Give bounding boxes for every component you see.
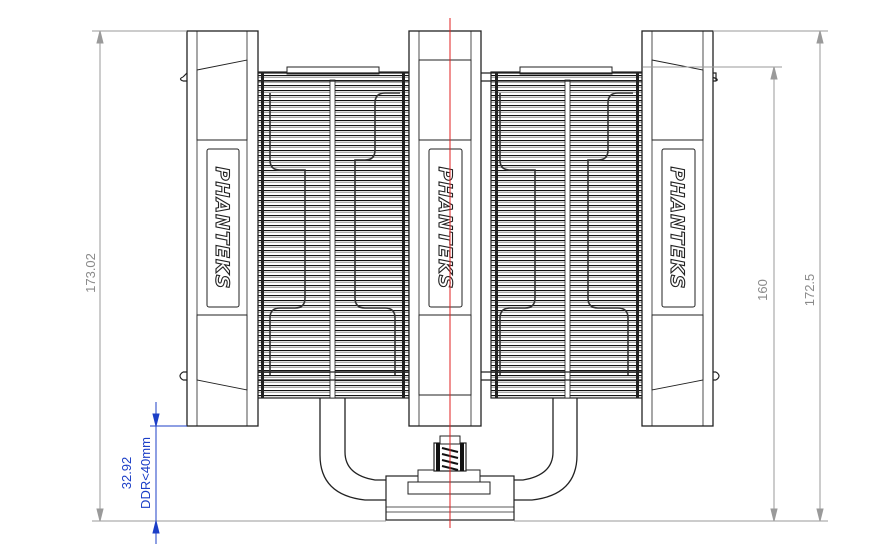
dimension-ram-clearance — [150, 402, 187, 544]
dimension-label-left-overall: 173.02 — [83, 253, 98, 293]
dimension-label-right-fin: 160 — [755, 279, 770, 301]
brand-logo-right: PHANTEKS — [666, 167, 688, 290]
dimension-right-overall — [713, 30, 828, 522]
heatpipe-u-bend — [319, 398, 578, 501]
fan-right — [641, 30, 714, 427]
dimension-label-ram-clearance-value: 32.92 — [119, 457, 134, 490]
fan-left — [186, 30, 259, 427]
dimension-label-ram-clearance-note: DDR<40mm — [138, 437, 153, 509]
left-heatsink-fin-stack — [256, 66, 410, 399]
dimension-label-right-overall: 172.5 — [802, 274, 817, 307]
fan-center — [408, 30, 482, 427]
brand-logo-left: PHANTEKS — [211, 167, 233, 290]
dimension-right-fin — [514, 66, 782, 522]
dimension-left-overall — [92, 30, 386, 522]
brand-logo-center: PHANTEKS — [434, 167, 456, 290]
right-heatsink-fin-stack — [490, 66, 644, 399]
